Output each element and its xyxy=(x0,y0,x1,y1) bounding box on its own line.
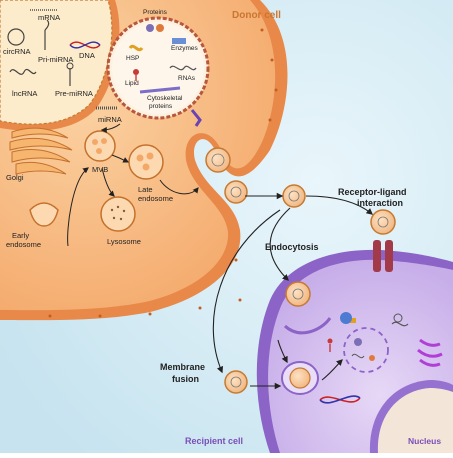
late-endosome-label-1: Late xyxy=(138,185,153,194)
rna-icon xyxy=(169,65,197,71)
early-endosome-label-1: Early xyxy=(12,231,29,240)
late-endosome-label-2: endosome xyxy=(138,194,173,203)
mvb-label: MVB xyxy=(92,165,108,174)
exosome-2 xyxy=(282,184,306,208)
exosome-1 xyxy=(224,180,248,204)
budding-exosome xyxy=(205,147,231,173)
enzymes-label: Enzymes xyxy=(171,45,198,52)
free-exosomes xyxy=(224,180,306,208)
hsp-label: HSP xyxy=(126,55,139,62)
circrna-icon xyxy=(7,28,25,46)
endoplasmic-reticulum xyxy=(417,338,443,367)
internalized-vesicle xyxy=(281,361,319,395)
mrna-label: mRNA xyxy=(38,13,60,22)
lysosome-organelle xyxy=(100,196,136,232)
recipient-cell xyxy=(256,249,453,453)
membrane-fusion-label-2: fusion xyxy=(172,374,199,384)
circrna-label: circRNA xyxy=(3,47,31,56)
enzyme-icon xyxy=(172,38,186,44)
membrane-dots xyxy=(48,28,278,318)
membrane-fusion-label-1: Membrane xyxy=(160,362,205,372)
golgi-apparatus xyxy=(9,127,73,175)
early-endosome-organelle xyxy=(29,202,59,227)
mirna-label: miRNA xyxy=(98,115,122,124)
exosome-cargo-circle: Proteins Enzymes HSP Lipid RNAs Cytoskel… xyxy=(106,9,210,127)
recipient-cell-title: Recipient cell xyxy=(185,436,243,446)
donor-nucleus xyxy=(0,0,120,131)
hsp-icon xyxy=(128,44,144,52)
recipient-dna-icon xyxy=(319,395,361,404)
released-cargo xyxy=(327,312,409,373)
endocytosed-exosome xyxy=(285,281,311,307)
receptor xyxy=(370,209,396,272)
dna-label: DNA xyxy=(79,51,95,60)
receptor-ligand-label-2: interaction xyxy=(357,198,403,208)
pri-mirna-label: Pri-miRNA xyxy=(38,55,73,64)
lysosome-label: Lysosome xyxy=(107,237,141,246)
dna-icon xyxy=(69,41,101,49)
pre-mirna-label: Pre-miRNA xyxy=(55,89,93,98)
cytoskeletal-label-1: Cytoskeletal xyxy=(147,95,183,102)
rnas-label: RNAs xyxy=(178,75,196,82)
nucleus-label: Nucleus xyxy=(408,436,441,446)
protein-icon xyxy=(146,24,154,32)
proteins-label: Proteins xyxy=(143,9,168,16)
cytoskeletal-label-2: proteins xyxy=(149,103,173,110)
early-endosome-label-2: endosome xyxy=(6,240,41,249)
lncrna-label: lncRNA xyxy=(12,89,37,98)
mvb-organelle xyxy=(84,130,116,162)
endocytic-pocket xyxy=(283,317,332,335)
fusing-exosome xyxy=(224,370,248,394)
endocytosis-label: Endocytosis xyxy=(265,242,319,252)
cytoskeletal-icon xyxy=(139,86,181,94)
late-endosome-organelle xyxy=(128,144,164,180)
mirna-element: miRNA xyxy=(96,106,122,124)
donor-cell-title: Donor cell xyxy=(232,10,281,21)
golgi-label: Golgi xyxy=(6,173,24,182)
lncrna-icon xyxy=(9,68,37,75)
lipid-label: Lipid xyxy=(125,80,139,87)
nucleic-acids: mRNA circRNA Pri-miRNA DNA lncRNA Pre-mi… xyxy=(3,9,101,98)
donor-arrows xyxy=(67,123,199,247)
recipient-arrows xyxy=(212,192,374,390)
lipid-icon xyxy=(133,69,139,75)
receptor-ligand-label-1: Receptor-ligand xyxy=(338,187,407,197)
